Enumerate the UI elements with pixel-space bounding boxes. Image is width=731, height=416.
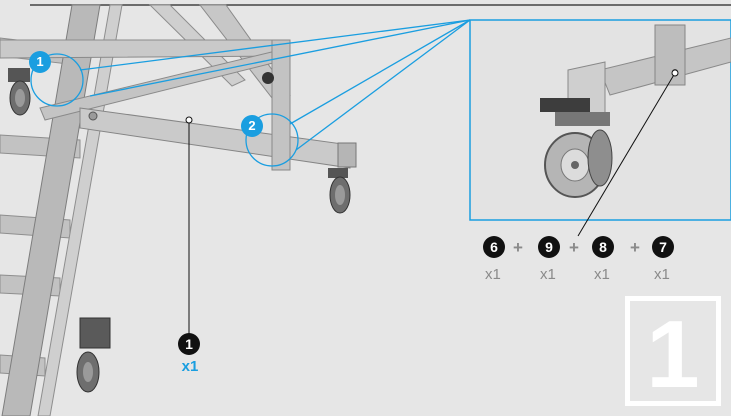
hardware-badge: 9 [538,236,560,258]
step-number-box: 1 [625,296,721,406]
hardware-quantity: x1 [485,266,501,283]
part-number-badge: 1 [178,333,200,355]
plus-sign: + [630,238,640,257]
castor-wheel [8,68,31,116]
castor-wheel [328,168,351,214]
plus-sign: + [513,238,523,257]
detail-highlights [30,19,471,167]
hardware-badge: 7 [652,236,674,258]
plus-sign: + [569,238,579,257]
part-quantity: x1 [181,358,199,375]
hardware-quantity: x1 [654,266,670,283]
ladder-rail-inner [37,4,123,416]
detail-callout-1: 1 [29,51,51,73]
castor-wheel [76,317,111,393]
pointer-lines [188,72,676,335]
vertical-post [271,39,291,171]
detail-callout-2: 2 [241,115,263,137]
stabiliser-bar [79,107,351,169]
hardware-badge: 6 [483,236,505,258]
detail-inset [469,19,731,221]
hardware-quantity: x1 [540,266,556,283]
step-number: 1 [646,301,700,408]
hardware-quantity: x1 [594,266,610,283]
hardware-badge: 8 [592,236,614,258]
